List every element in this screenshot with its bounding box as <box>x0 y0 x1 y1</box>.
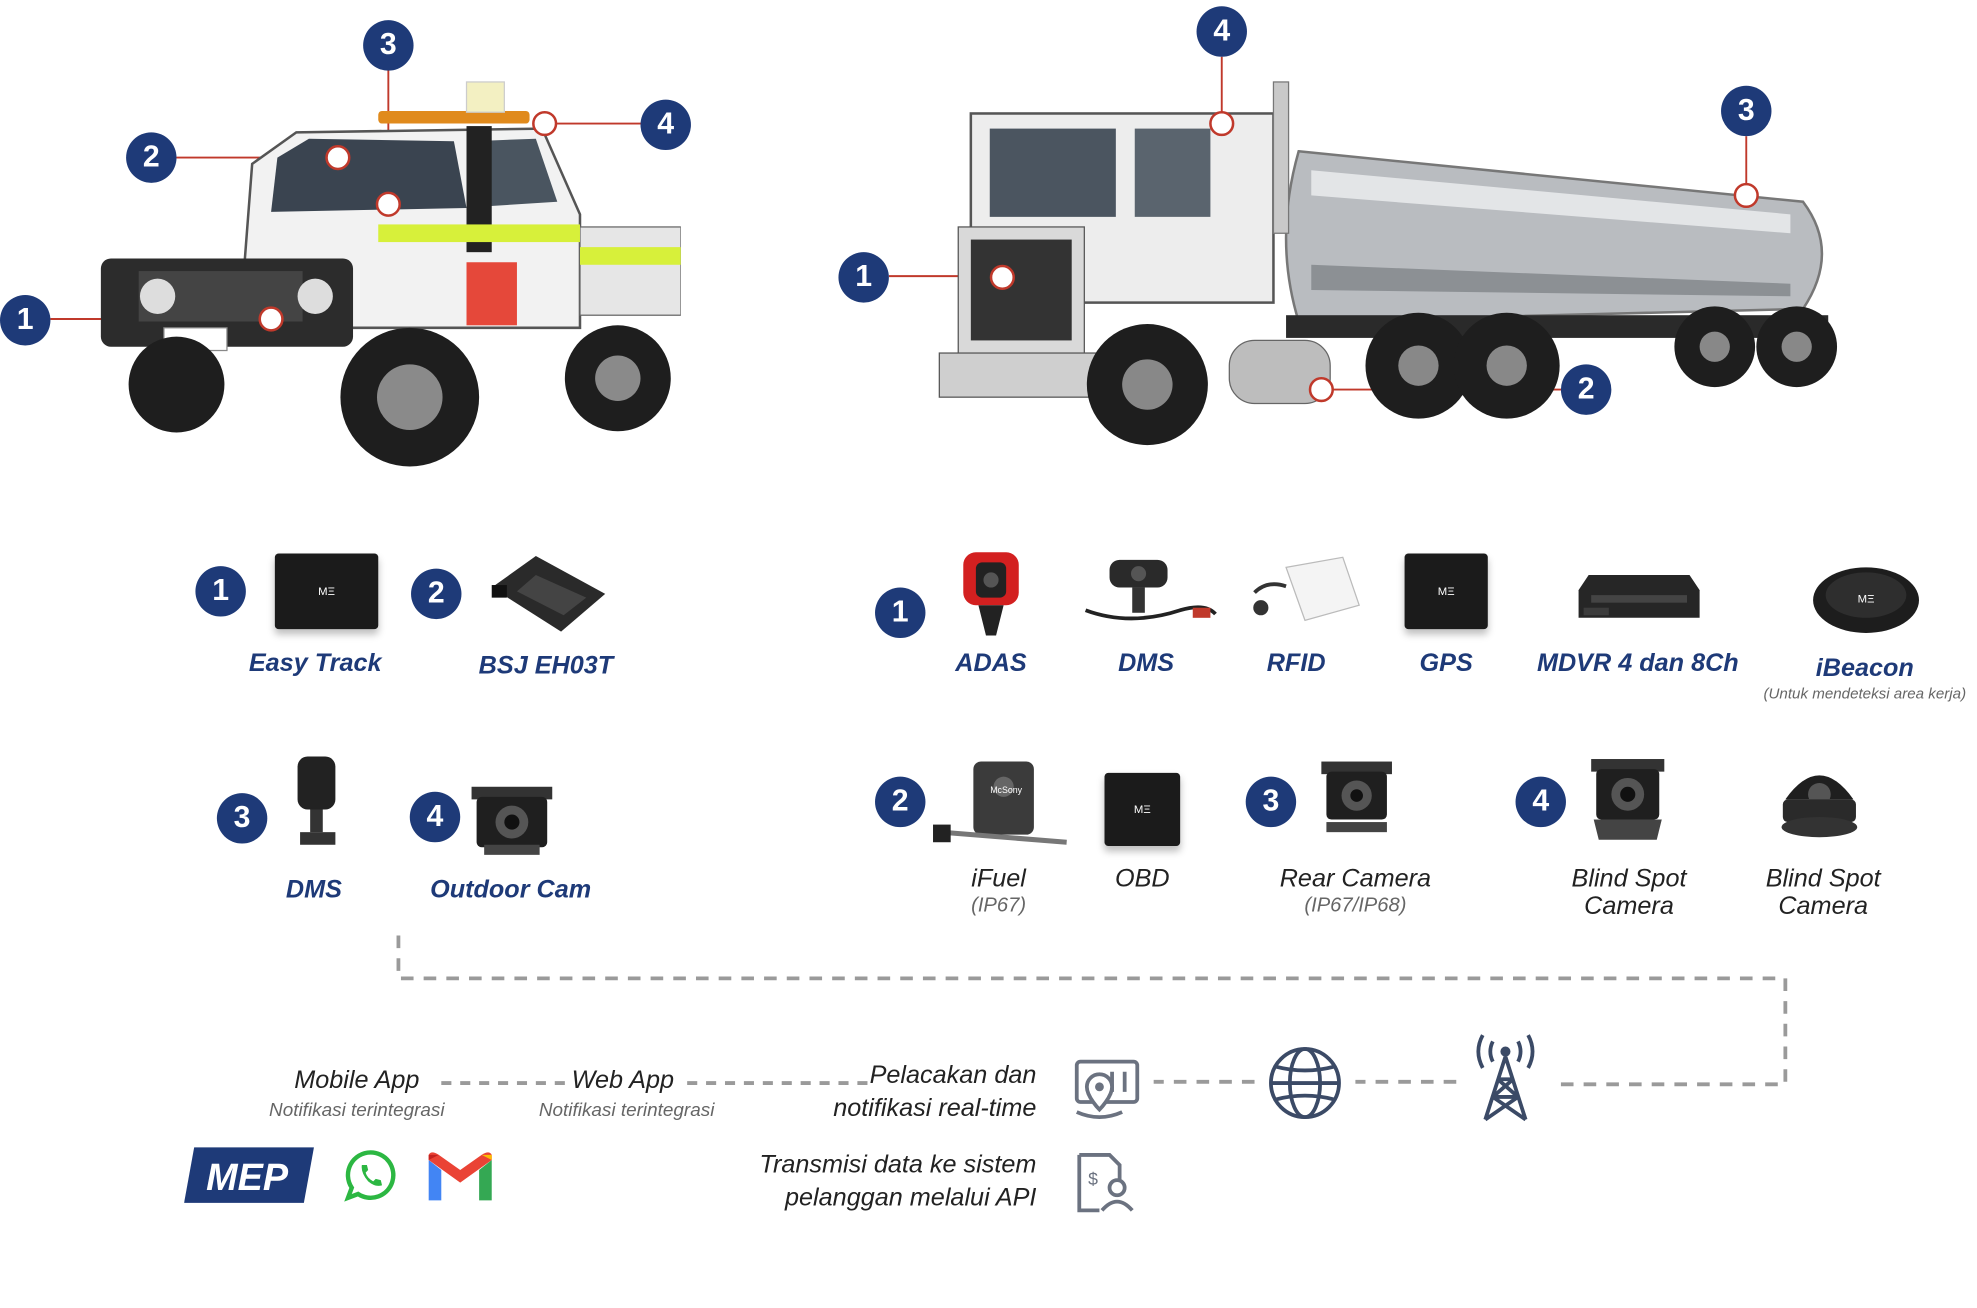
obd-device-image: MΞ <box>1104 772 1181 847</box>
cell-tower-icon <box>1476 1034 1535 1122</box>
gps-device-image: MΞ <box>1404 553 1488 630</box>
pickup-truck-image <box>100 81 681 467</box>
map-pin-document-icon <box>1074 1059 1140 1119</box>
tracking-line-1: Pelacakan dan <box>869 1061 1037 1090</box>
globe-icon <box>1269 1047 1341 1119</box>
adas-device-image <box>963 552 1019 636</box>
mep-logo-text: MEP <box>206 1157 289 1199</box>
ibeacon-device-image: MΞ <box>1813 567 1919 633</box>
hv-product-note-ibeacon: (Untuk mendeteksi area kerja) <box>1763 684 1967 703</box>
tanker-marker-1: 1 <box>838 252 889 303</box>
hv-product-label-rear-camera: Rear Camera <box>1279 864 1432 893</box>
hv-group-number-2: 2 <box>875 776 926 828</box>
hv-product-note-rear-camera: (IP67/IP68) <box>1304 895 1407 917</box>
hv-product-label-dms: DMS <box>1118 649 1175 678</box>
bsj-eh03t-device-image <box>491 556 606 632</box>
hv-product-label-ibeacon: iBeacon <box>1815 654 1914 683</box>
api-line-2: pelanggan melalui API <box>784 1183 1037 1212</box>
rear-camera-image <box>1321 761 1392 833</box>
lv-product-label-1: Easy Track <box>248 649 382 678</box>
hv-product-label-obd: OBD <box>1114 864 1170 893</box>
hv-product-note-ifuel: (IP67) <box>971 895 1027 917</box>
hv-product-label-blind-spot-2: Blind Spot <box>1765 864 1881 893</box>
dms-camera-image <box>297 756 336 845</box>
svg-text:$: $ <box>1088 1169 1098 1189</box>
whatsapp-logo <box>344 1150 396 1202</box>
hv-product-label-mdvr: MDVR 4 dan 8Ch <box>1536 649 1739 678</box>
hv-product-label-ifuel: iFuel <box>971 864 1026 893</box>
tanker-marker-3: 3 <box>1721 85 1772 137</box>
outdoor-cam-image <box>471 786 553 855</box>
ifuel-sensor-image <box>933 761 1067 845</box>
mobile-app-subtitle: Notifikasi terintegrasi <box>269 1099 445 1121</box>
lv-product-number-4: 4 <box>409 791 461 843</box>
pickup-marker-2: 2 <box>126 132 177 183</box>
hv-product-label2-blind-spot-2: Camera <box>1778 892 1869 921</box>
tracking-text: Pelacakan dan notifikasi real-time <box>833 1059 1036 1125</box>
gmail-logo <box>428 1152 492 1201</box>
hv-group-number-3: 3 <box>1245 776 1297 828</box>
api-user-document-icon: $ <box>1077 1153 1134 1213</box>
hv-product-label-adas: ADAS <box>955 649 1027 678</box>
pickup-marker-3: 3 <box>363 20 414 71</box>
mep-logo: MEP <box>184 1147 314 1203</box>
api-line-1: Transmisi data ke sistem <box>759 1151 1037 1179</box>
rfid-device-image <box>1253 556 1360 622</box>
lv-product-number-3: 3 <box>216 793 268 844</box>
web-app-title: Web App <box>571 1066 675 1095</box>
lv-product-number-2: 2 <box>411 568 462 620</box>
svg-text:MΞ: MΞ <box>1858 594 1875 606</box>
ifuel-brand-text: McSony <box>990 786 1023 796</box>
pickup-marker-1: 1 <box>0 295 51 346</box>
lv-product-number-1: 1 <box>195 566 246 617</box>
lv-product-label-4: Outdoor Cam <box>430 876 592 905</box>
mobile-app-title: Mobile App <box>294 1066 420 1095</box>
blind-spot-camera-2-image <box>1781 775 1858 838</box>
api-text: Transmisi data ke sistem pelanggan melal… <box>759 1149 1036 1215</box>
web-app-subtitle: Notifikasi terintegrasi <box>538 1099 715 1121</box>
hv-product-label-gps: GPS <box>1419 649 1473 678</box>
blind-spot-camera-1-image <box>1591 759 1665 840</box>
tanker-marker-4: 4 <box>1196 6 1247 57</box>
hv-product-label-rfid: RFID <box>1266 649 1326 678</box>
pickup-marker-4: 4 <box>640 99 691 151</box>
hv-product-label2-blind-spot-1: Camera <box>1584 892 1674 921</box>
dms-kit-image <box>1084 559 1217 621</box>
tanker-marker-2: 2 <box>1560 364 1612 415</box>
tracking-line-2: notifikasi real-time <box>833 1094 1037 1123</box>
lv-product-label-2: BSJ EH03T <box>478 651 614 680</box>
lv-product-label-3: DMS <box>285 876 342 905</box>
hv-product-label-blind-spot-1: Blind Spot <box>1571 864 1687 893</box>
hv-group-number-1: 1 <box>875 587 926 638</box>
hv-group-number-4: 4 <box>1515 776 1566 828</box>
mdvr-device-image <box>1578 574 1700 618</box>
tanker-truck-image <box>938 81 1838 446</box>
easy-track-device-image: MΞ <box>274 553 379 630</box>
